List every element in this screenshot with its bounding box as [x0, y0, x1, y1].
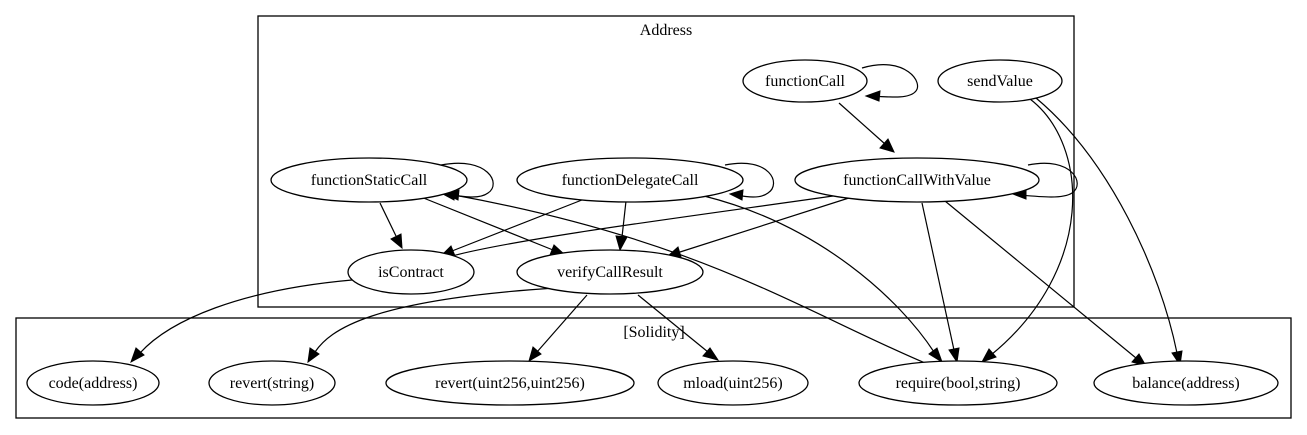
- node-balance-label: balance(address): [1132, 375, 1240, 392]
- edge-functionStaticCall-verifyCallResult: [420, 196, 567, 256]
- node-verifyCallResult-label: verifyCallResult: [557, 264, 663, 281]
- edge-functionCall-self: [861, 64, 919, 102]
- node-verifyCallResult: verifyCallResult: [516, 249, 704, 295]
- node-isContract: isContract: [347, 249, 475, 295]
- edge-functionDelegateCall-self: [724, 162, 774, 201]
- node-mload-label: mload(uint256): [683, 375, 783, 392]
- node-balance: balance(address): [1093, 360, 1279, 406]
- edge-functionCallWithValue-balance: [944, 200, 1148, 367]
- node-mload: mload(uint256): [657, 360, 809, 406]
- node-revert-string-label: revert(string): [230, 375, 314, 392]
- edge-verifyCallResult-revert-string: [307, 287, 556, 364]
- nodes: functionCall sendValue functionStaticCal…: [26, 59, 1279, 406]
- edge-functionStaticCall-isContract: [379, 202, 403, 250]
- node-isContract-label: isContract: [378, 264, 444, 281]
- node-code-address-label: code(address): [49, 375, 138, 392]
- node-functionCall-label: functionCall: [765, 73, 846, 90]
- node-require-label: require(bool,string): [896, 375, 1021, 392]
- node-functionCallWithValue-label: functionCallWithValue: [843, 172, 991, 189]
- edge-sendValue-balance: [1035, 97, 1183, 367]
- node-functionCallWithValue: functionCallWithValue: [794, 157, 1040, 203]
- edge-functionDelegateCall-require: [703, 195, 943, 364]
- node-functionStaticCall-label: functionStaticCall: [311, 172, 428, 189]
- edges: [130, 64, 1183, 367]
- edge-functionCallWithValue-require: [921, 202, 960, 364]
- edge-sendValue-require: [980, 98, 1074, 363]
- cluster-address-label: Address: [640, 22, 692, 39]
- cluster-address: Address: [257, 15, 1075, 308]
- edge-functionCall-functionCallWithValue: [838, 102, 895, 153]
- node-functionDelegateCall-label: functionDelegateCall: [562, 172, 699, 189]
- node-sendValue-label: sendValue: [967, 73, 1033, 90]
- edge-functionDelegateCall-verifyCallResult: [615, 200, 628, 252]
- node-require: require(bool,string): [858, 360, 1058, 406]
- node-revert-uint-label: revert(uint256,uint256): [435, 375, 585, 392]
- cluster-solidity-label: [Solidity]: [623, 324, 684, 341]
- edge-verifyCallResult-mload: [637, 294, 720, 361]
- node-functionDelegateCall: functionDelegateCall: [516, 157, 744, 203]
- edge-isContract-code: [130, 279, 353, 364]
- edge-verifyCallResult-revert-uint: [528, 294, 588, 363]
- node-functionStaticCall: functionStaticCall: [270, 157, 468, 203]
- node-sendValue: sendValue: [937, 59, 1063, 103]
- node-code-address: code(address): [26, 360, 160, 406]
- node-functionCall: functionCall: [742, 59, 868, 103]
- node-revert-string: revert(string): [208, 360, 336, 406]
- cluster-solidity: [Solidity]: [15, 317, 1292, 419]
- node-revert-uint: revert(uint256,uint256): [385, 360, 635, 406]
